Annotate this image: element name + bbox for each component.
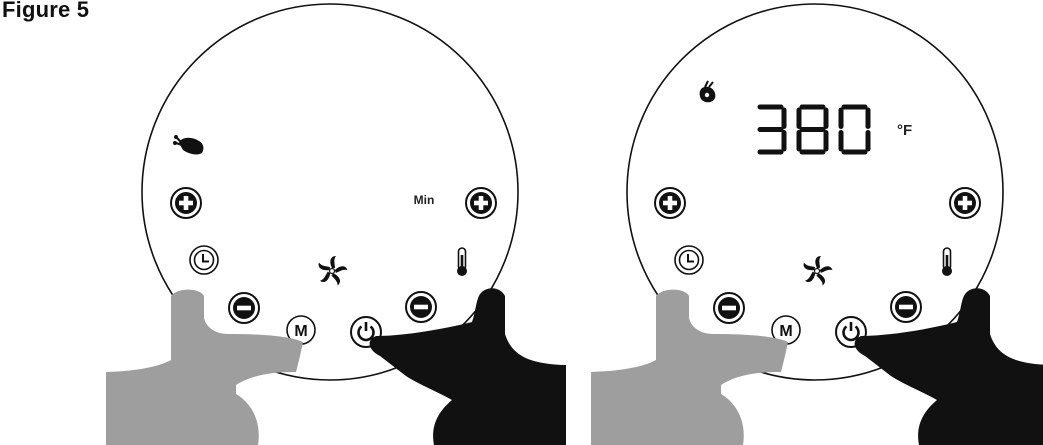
mode-button-label: M [294,323,307,340]
time-minus-button[interactable] [891,292,921,322]
clock-icon[interactable] [190,246,218,274]
thermometer-icon [457,248,467,276]
time-minus-button[interactable] [406,292,436,322]
timer-unit-label: Min [414,193,435,207]
thermometer-icon [942,248,952,276]
time-plus-button[interactable] [466,188,496,218]
time-plus-button[interactable] [950,188,980,218]
control-panel-left: Min M [106,4,566,445]
temp-minus-button[interactable] [714,293,744,323]
mode-button-label: M [779,323,792,340]
temp-plus-button[interactable] [171,188,201,218]
clock-icon[interactable] [675,246,703,274]
temp-unit-label: °F [897,122,912,139]
control-panel-right: °F M [591,4,1043,445]
temp-plus-button[interactable] [655,188,685,218]
temp-minus-button[interactable] [229,293,259,323]
